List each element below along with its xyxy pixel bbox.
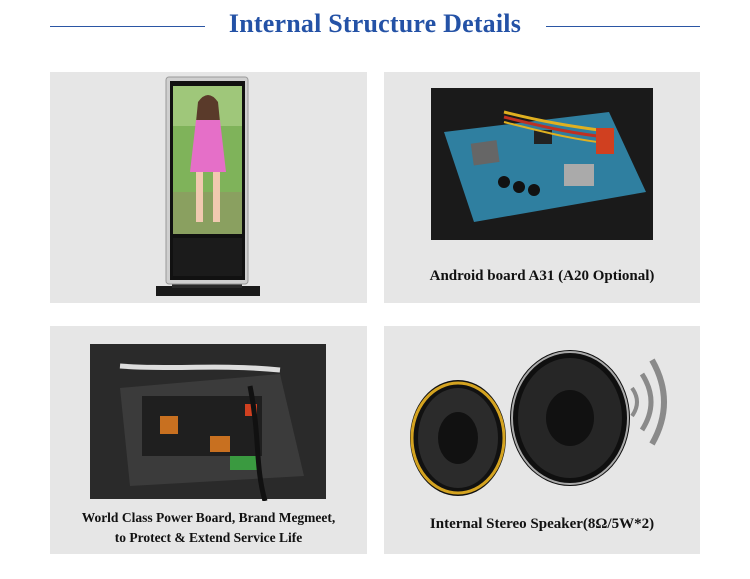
kiosk-image [156,76,260,296]
power-board-panel: World Class Power Board, Brand Megmeet, … [50,326,367,554]
kiosk-panel [50,72,367,303]
power-board-caption-line2: to Protect & Extend Service Life [114,530,303,545]
power-board-caption-line1: World Class Power Board, Brand Megmeet, [81,510,336,525]
android-board-image [431,88,653,240]
power-board-caption: World Class Power Board, Brand Megmeet, … [50,508,367,548]
power-board-image [90,344,326,501]
section-header: Internal Structure Details [0,0,750,52]
header-rule-left [50,26,205,27]
header-rule-right [546,26,700,27]
speaker-image [410,350,667,496]
speaker-panel: Internal Stereo Speaker(8Ω/5W*2) [384,326,700,554]
android-board-caption: Android board A31 (A20 Optional) [429,268,655,284]
android-board-panel: Android board A31 (A20 Optional) [384,72,700,303]
section-title: Internal Structure Details [228,9,522,38]
speaker-caption: Internal Stereo Speaker(8Ω/5W*2) [429,516,655,532]
